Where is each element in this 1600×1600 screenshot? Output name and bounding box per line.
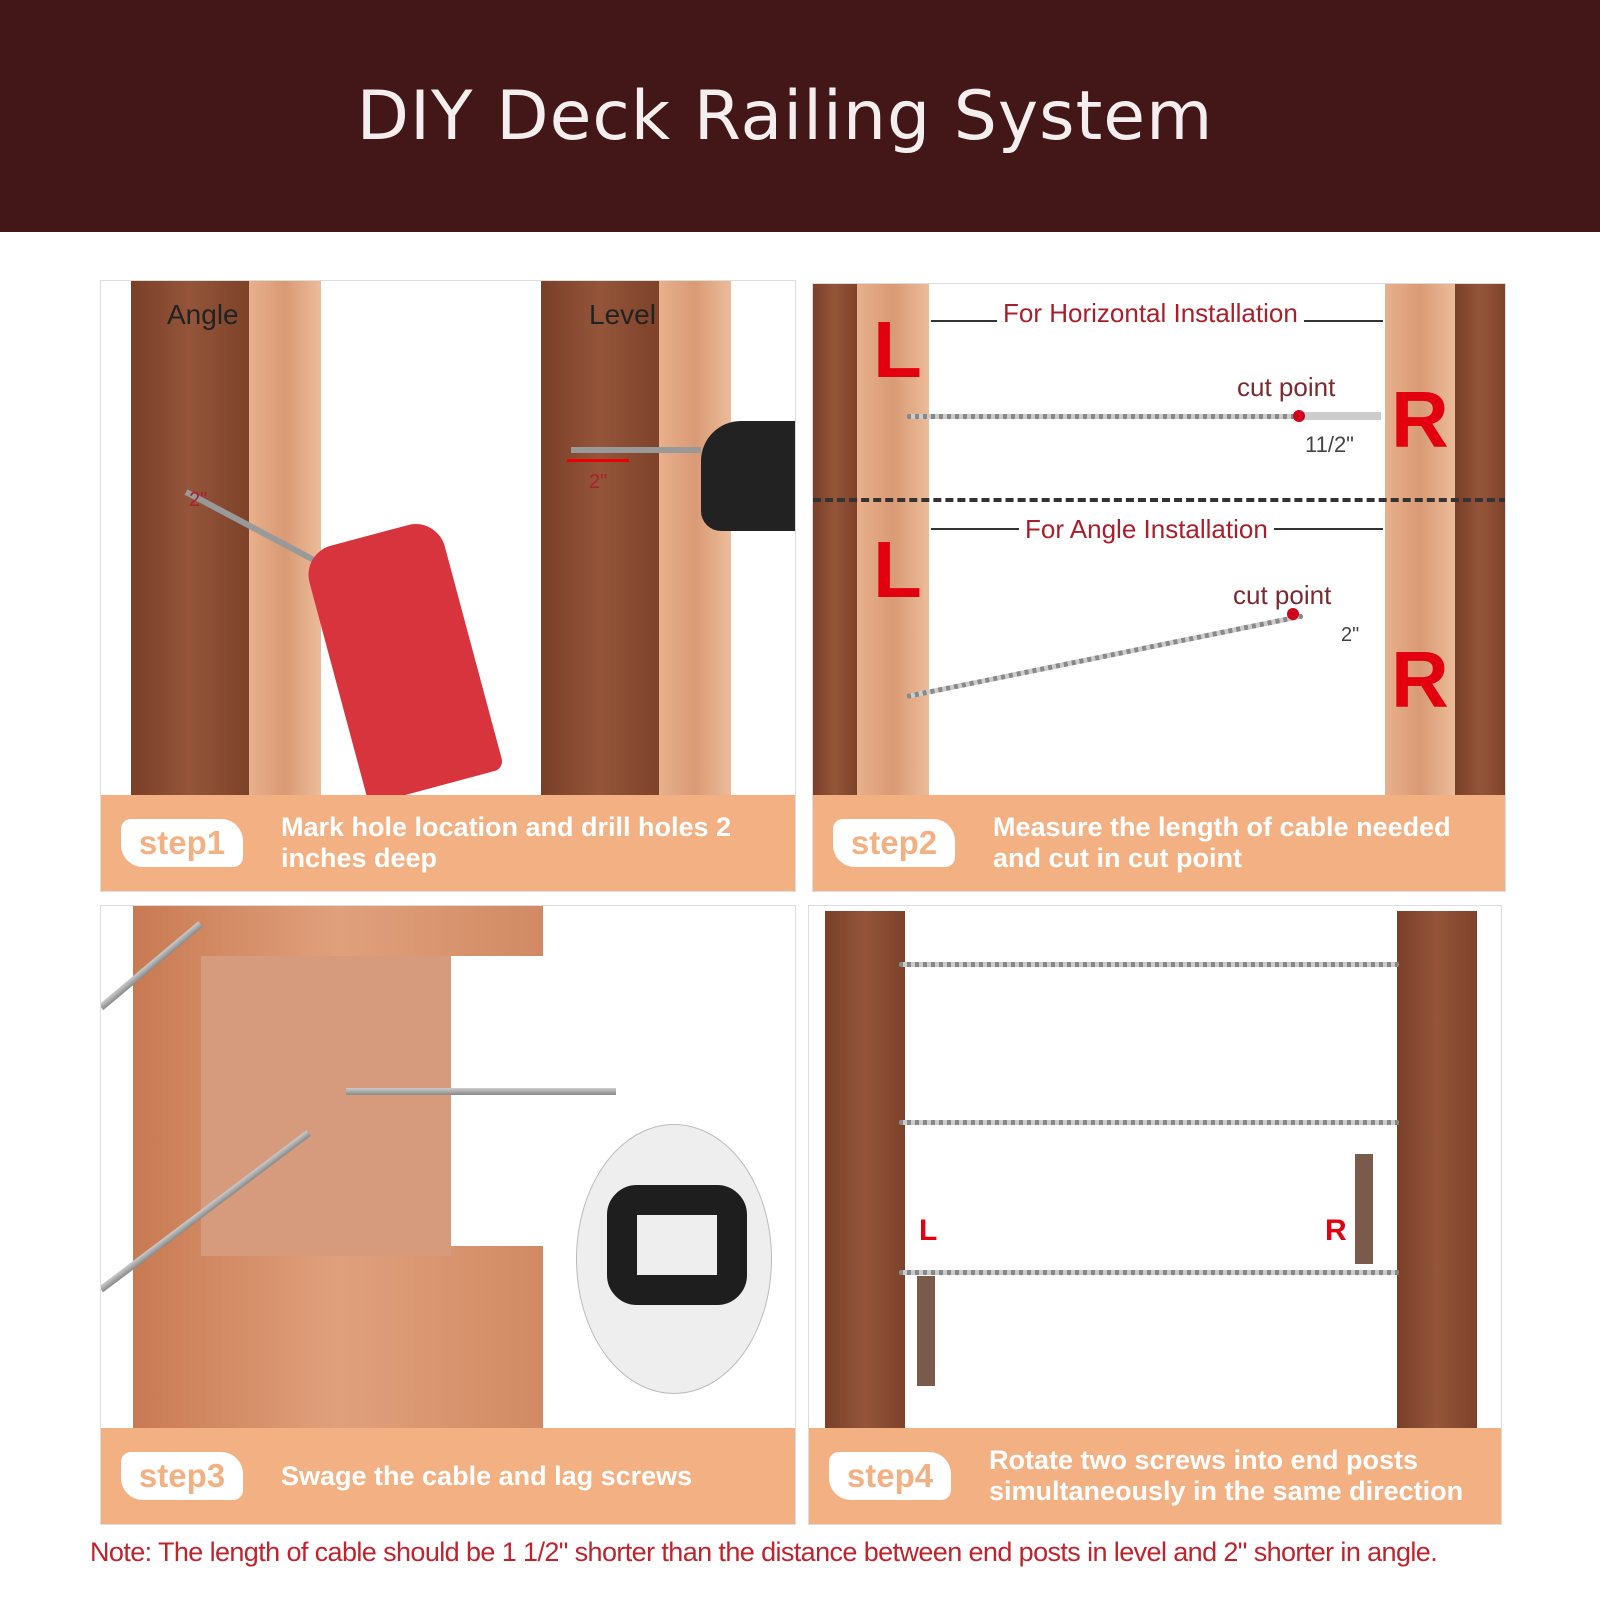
wood-block-face xyxy=(201,956,451,1256)
step4-bar: step4 Rotate two screws into end posts s… xyxy=(809,1428,1501,1524)
left-marker: L xyxy=(873,525,922,614)
lag-screw xyxy=(346,1088,616,1095)
angle-label: For Angle Installation xyxy=(1019,514,1274,545)
step-text: Mark hole location and drill holes 2 inc… xyxy=(281,812,732,873)
header-banner: DIY Deck Railing System xyxy=(0,0,1600,232)
wood-post xyxy=(857,284,929,796)
notch xyxy=(451,956,543,1246)
wrench-icon xyxy=(917,1276,935,1386)
wood-post xyxy=(1397,911,1477,1431)
cable xyxy=(906,613,1304,699)
cable xyxy=(907,414,1299,419)
horizontal-label: For Horizontal Installation xyxy=(997,298,1304,329)
right-marker: R xyxy=(1325,1214,1347,1247)
swage-tool-closeup xyxy=(576,1124,772,1394)
step-text: Measure the length of cable needed and c… xyxy=(993,812,1451,873)
step1-panel: Angle Level 2" 2" step1 Mark hole locati… xyxy=(100,280,796,892)
drill-bit xyxy=(571,447,701,453)
step-badge: step1 xyxy=(121,819,243,867)
wood-post xyxy=(1455,284,1505,796)
cut-point-dot xyxy=(1287,608,1299,620)
drill-icon xyxy=(301,517,505,805)
step3-bar: step3 Swage the cable and lag screws xyxy=(101,1428,795,1524)
note-text: Note: The length of cable should be 1 1/… xyxy=(90,1537,1438,1567)
step-text: Rotate two screws into end posts simulta… xyxy=(989,1445,1464,1506)
offset-label: 11/2" xyxy=(1305,432,1354,457)
right-marker: R xyxy=(1391,635,1449,724)
step-badge: step3 xyxy=(121,1452,243,1500)
wood-post xyxy=(825,911,905,1431)
cut-point-label: cut point xyxy=(1233,580,1332,610)
cable xyxy=(899,1270,1399,1275)
drill-icon xyxy=(701,421,795,531)
left-marker: L xyxy=(873,305,922,394)
cut-point-dot xyxy=(1293,410,1305,422)
cut-point-label: cut point xyxy=(1237,372,1336,402)
cable xyxy=(899,1120,1399,1125)
angle-label: Angle xyxy=(167,299,239,330)
swage-tool xyxy=(607,1185,747,1305)
wood-post xyxy=(659,281,731,796)
right-marker: R xyxy=(1391,375,1449,464)
step-badge: step4 xyxy=(829,1452,951,1500)
left-marker: L xyxy=(919,1214,938,1247)
step-badge: step2 xyxy=(833,819,955,867)
level-label: Level xyxy=(589,299,656,330)
wood-post xyxy=(131,281,249,796)
cable xyxy=(899,962,1399,967)
step4-panel: L R step4 Rotate two screws into end pos… xyxy=(808,905,1502,1525)
wood-post xyxy=(249,281,321,796)
page-title: DIY Deck Railing System xyxy=(356,76,1214,156)
depth-label: 2" xyxy=(189,489,208,511)
wrench-icon xyxy=(1355,1154,1373,1264)
wood-post xyxy=(541,281,659,796)
divider xyxy=(813,498,1505,502)
offset-label: 2" xyxy=(1341,624,1360,646)
fitting xyxy=(1299,412,1381,420)
wood-post xyxy=(813,284,857,796)
step1-bar: step1 Mark hole location and drill holes… xyxy=(101,795,795,891)
step-text: Swage the cable and lag screws xyxy=(281,1460,693,1491)
step2-bar: step2 Measure the length of cable needed… xyxy=(813,795,1505,891)
measure-line xyxy=(567,459,629,462)
step2-panel: For Horizontal Installation L R cut poin… xyxy=(812,283,1506,892)
step3-panel: step3 Swage the cable and lag screws xyxy=(100,905,796,1525)
depth-label: 2" xyxy=(589,471,608,493)
wood-post xyxy=(1385,284,1455,796)
